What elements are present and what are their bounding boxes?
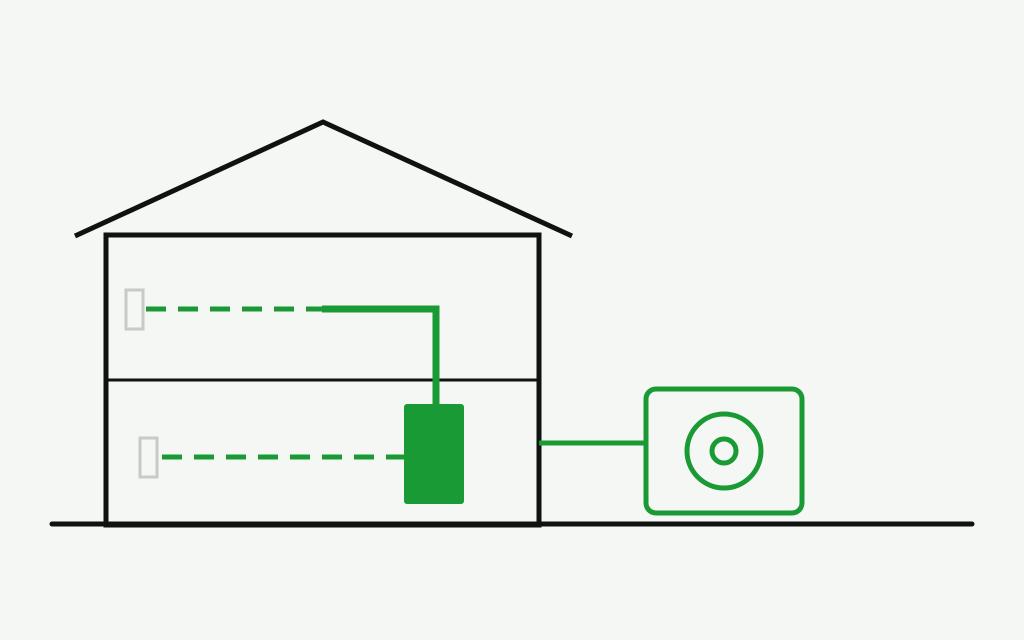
roof xyxy=(73,119,574,239)
lower-radiator-icon xyxy=(138,436,159,479)
lower-floor-heating xyxy=(138,436,405,479)
house xyxy=(73,119,574,528)
upper-floor-heating xyxy=(124,288,440,406)
fan-hub-icon xyxy=(709,436,739,466)
fan-icon xyxy=(684,411,764,491)
outdoor-heat-pump xyxy=(643,386,805,516)
upper-supply-pipe xyxy=(322,305,440,406)
outdoor-unit-casing xyxy=(643,386,805,516)
upper-radiator-icon xyxy=(124,288,145,331)
indoor-unit xyxy=(404,404,464,504)
